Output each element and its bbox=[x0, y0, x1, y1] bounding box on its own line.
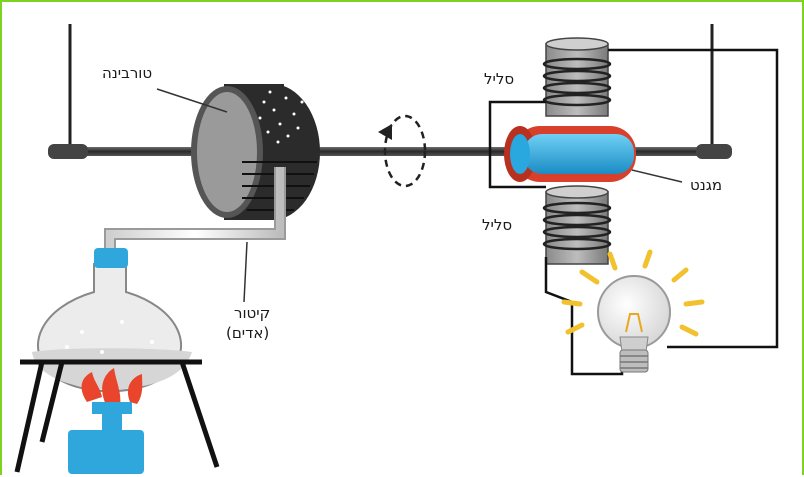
flask-stopper bbox=[94, 248, 128, 268]
turbine bbox=[191, 84, 320, 220]
light-bulb bbox=[597, 275, 671, 373]
tripod-stand bbox=[14, 359, 220, 473]
steam-label: קיטור bbox=[234, 304, 271, 322]
right-shaft-end bbox=[696, 144, 732, 159]
turbine-label: טורבינה bbox=[102, 64, 153, 82]
burner bbox=[68, 402, 144, 474]
top-coil bbox=[542, 37, 612, 117]
leader-lines bbox=[156, 88, 683, 303]
rotation-arrow bbox=[378, 114, 427, 188]
bulb-rays bbox=[561, 249, 705, 337]
bottom-coil-label: סליל bbox=[482, 216, 513, 234]
flask bbox=[32, 248, 192, 393]
left-shaft-end bbox=[48, 144, 88, 159]
steam-pipe bbox=[104, 167, 286, 254]
bottom-coil bbox=[542, 185, 612, 265]
steam-sublabel: (אדים) bbox=[226, 324, 270, 342]
top-coil-label: סליל bbox=[484, 70, 515, 88]
magnet bbox=[504, 126, 636, 182]
magnet-label: מגנט bbox=[690, 176, 723, 194]
flame bbox=[81, 368, 143, 407]
